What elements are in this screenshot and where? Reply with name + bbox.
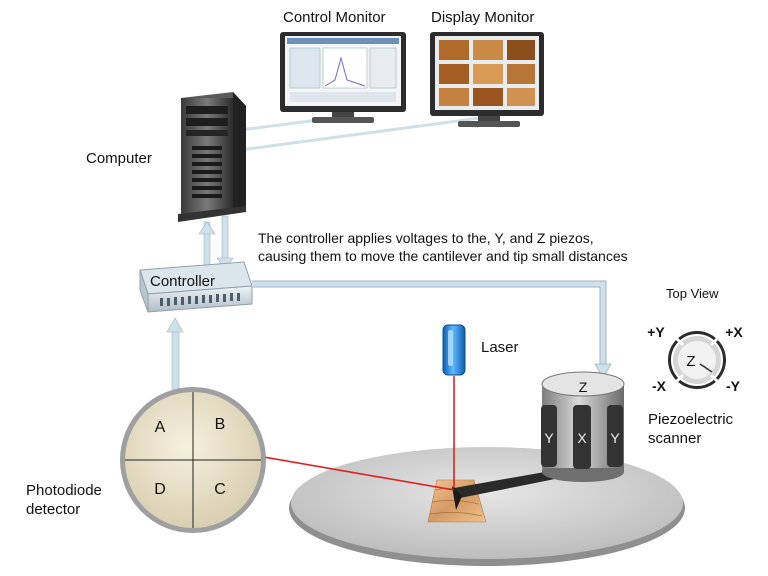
scanner-y-right-label: Y bbox=[610, 430, 620, 446]
control-monitor bbox=[280, 32, 406, 123]
dial-minus-x-label: -X bbox=[652, 378, 667, 394]
piezo-label-line2: scanner bbox=[648, 430, 702, 447]
scanner-z-label: Z bbox=[579, 379, 588, 395]
cantilever bbox=[452, 470, 560, 510]
photodiode-quadrant-c: C bbox=[214, 481, 226, 498]
display-monitor-label: Display Monitor bbox=[431, 9, 535, 26]
computer-controller-cables bbox=[198, 215, 234, 271]
controller-label: Controller bbox=[150, 273, 215, 290]
photodiode-quadrant-b: B bbox=[215, 416, 226, 433]
computer-tower bbox=[178, 92, 246, 222]
photodiode-controller-cable bbox=[166, 317, 184, 397]
dial-plus-x-label: +X bbox=[725, 324, 743, 340]
computer-label: Computer bbox=[86, 150, 152, 167]
controller-caption-line1: The controller applies voltages to the, … bbox=[258, 230, 594, 246]
controller-scanner-cable bbox=[252, 280, 612, 379]
dial-center-label: Z bbox=[686, 353, 695, 370]
photodiode-quadrant-a: A bbox=[155, 419, 166, 436]
top-view-label: Top View bbox=[666, 286, 719, 301]
photodiode-quadrant-d: D bbox=[154, 481, 166, 498]
scanner-x-label: X bbox=[577, 430, 587, 446]
controller-box bbox=[139, 261, 253, 313]
laser-label: Laser bbox=[481, 339, 519, 356]
control-monitor-label: Control Monitor bbox=[283, 9, 386, 26]
piezo-label-line1: Piezoelectric bbox=[648, 411, 734, 428]
photodiode-label-line1: Photodiode bbox=[26, 482, 102, 499]
scanner-y-left-label: Y bbox=[544, 430, 554, 446]
piezo-scanner bbox=[541, 371, 625, 482]
top-view-dial bbox=[668, 331, 726, 389]
dial-minus-y-label: -Y bbox=[726, 378, 741, 394]
dial-plus-y-label: +Y bbox=[647, 324, 665, 340]
photodiode-detector bbox=[120, 387, 266, 533]
display-monitor bbox=[430, 32, 544, 127]
controller-caption-line2: causing them to move the cantilever and … bbox=[258, 248, 628, 264]
laser-source bbox=[442, 324, 466, 376]
photodiode-label-line2: detector bbox=[26, 501, 81, 518]
sample-stage bbox=[289, 447, 685, 566]
